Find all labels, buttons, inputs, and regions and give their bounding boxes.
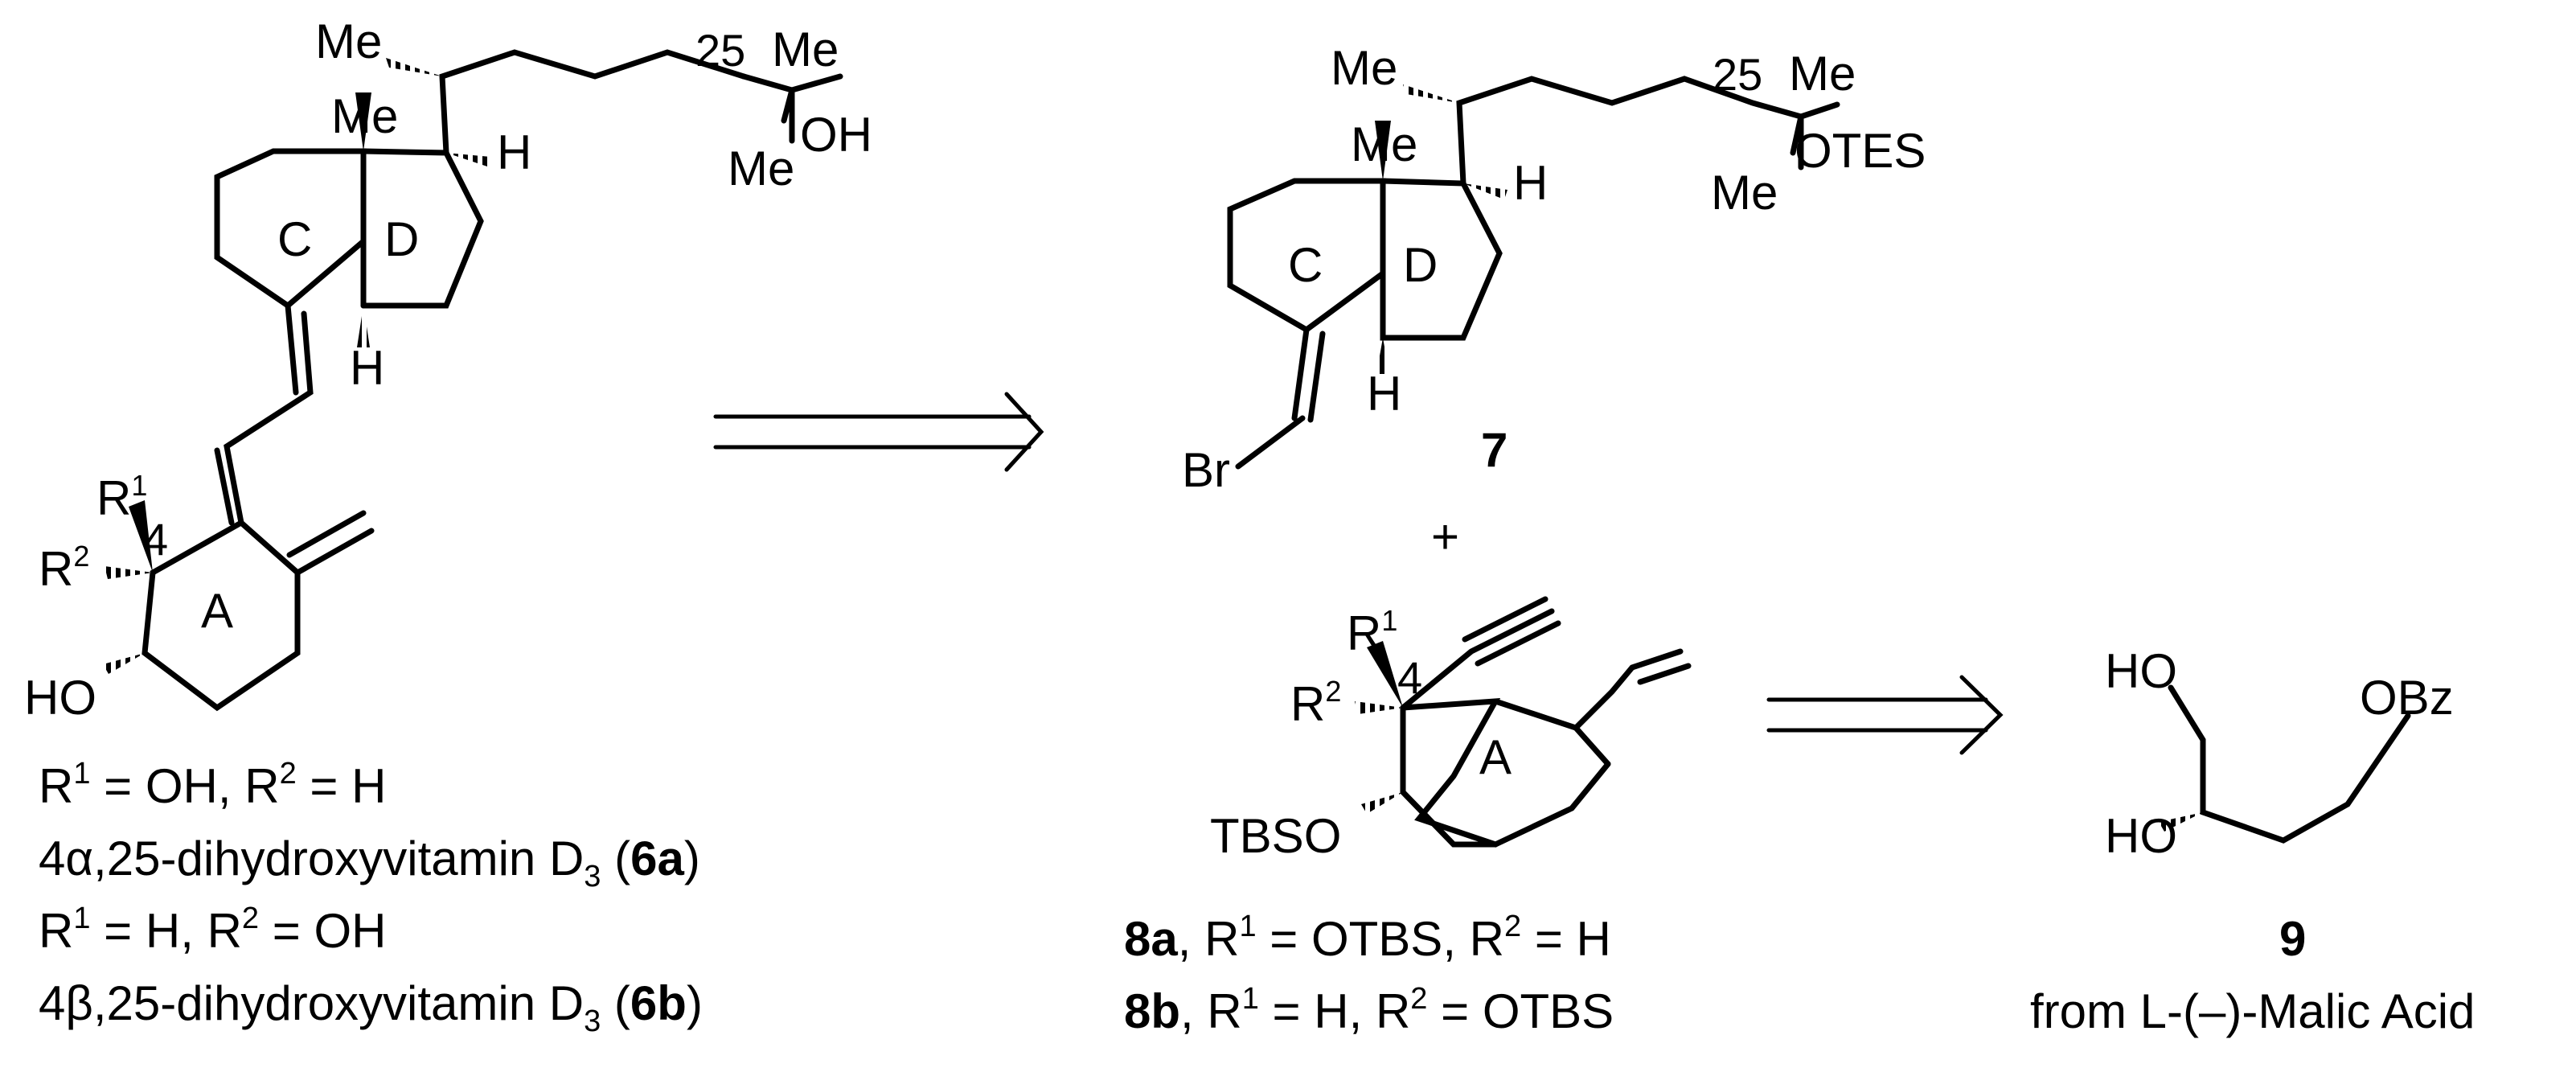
- hash-bond: [105, 566, 153, 579]
- atom-r1: R1: [1347, 604, 1397, 660]
- atom-ho: HO: [2105, 809, 2177, 863]
- ring-label-a: A: [201, 584, 233, 638]
- atom-me: Me: [1789, 47, 1856, 101]
- hash-bond: [357, 306, 370, 347]
- atom-r1: R1: [96, 469, 147, 525]
- compound-label-9: 9: [2279, 912, 2306, 966]
- wedge-bond: [129, 500, 153, 573]
- atom-me: Me: [772, 23, 839, 76]
- hash-bond: [446, 153, 490, 166]
- ring-d-bonds: [360, 148, 484, 309]
- atom-r2: R2: [1290, 675, 1341, 731]
- atom-h: H: [497, 125, 531, 179]
- hash-bond: [103, 653, 145, 674]
- source-caption: from L-(–)-Malic Acid: [2030, 984, 2475, 1038]
- molecule-7: Me Me H H 25 Me OTES Me C D Br 7: [1182, 41, 1926, 497]
- caption-8b: 8b, R1 = H, R2 = OTBS: [1124, 982, 1614, 1038]
- atom-me: Me: [1351, 117, 1417, 171]
- atom-h: H: [1513, 156, 1548, 210]
- caption-8a: 8a, R1 = OTBS, R2 = H: [1124, 910, 1611, 966]
- ring-label-a: A: [1479, 730, 1512, 784]
- hash-bond: [386, 58, 442, 76]
- caption-8: 8a, R1 = OTBS, R2 = H 8b, R1 = H, R2 = O…: [1124, 910, 1614, 1038]
- caption-6a-name: 4α,25-dihydroxyvitamin D3 (6a): [39, 832, 700, 893]
- atom-h: H: [1367, 367, 1401, 421]
- atom-ho: HO: [24, 671, 96, 725]
- atom-r2: R2: [39, 540, 89, 596]
- retro-arrow-1: [713, 392, 1044, 472]
- caption-6: R1 = OH, R2 = H 4α,25-dihydroxyvitamin D…: [39, 757, 703, 1038]
- caption-6b-name: 4β,25-dihydroxyvitamin D3 (6b): [39, 976, 703, 1038]
- ring-label-c: C: [277, 212, 312, 266]
- atom-br: Br: [1182, 443, 1230, 497]
- atom-me: Me: [315, 14, 382, 68]
- triene-bonds: [214, 302, 314, 526]
- ring-label-d: D: [1403, 238, 1438, 292]
- atom-oh: OH: [800, 108, 872, 162]
- atom-h: H: [350, 341, 384, 395]
- wedge-bond: [355, 92, 371, 151]
- molecule-9: HO HO OBz 9 from L-(–)-Malic Acid: [2030, 644, 2475, 1038]
- atom-tbso: TBSO: [1210, 809, 1341, 863]
- plus-sign: +: [1431, 510, 1459, 564]
- atom-otes: OTES: [1795, 124, 1926, 178]
- molecule-6: Me Me H H 25 Me OH Me C D A R1 4 R2 HO: [24, 14, 872, 725]
- atom-me: Me: [1331, 41, 1397, 95]
- retro-arrow-2: [1766, 675, 2004, 755]
- ring-label-c: C: [1288, 238, 1323, 292]
- compound-label-7: 7: [1481, 423, 1507, 477]
- carbon-number-25: 25: [1713, 49, 1762, 100]
- atom-me: Me: [1711, 166, 1778, 220]
- caption-6b-substituents: R1 = H, R2 = OH: [39, 902, 386, 958]
- caption-6a-substituents: R1 = OH, R2 = H: [39, 757, 386, 813]
- atom-me: Me: [331, 89, 398, 143]
- carbon-number-4: 4: [1397, 652, 1422, 703]
- atom-me: Me: [728, 142, 794, 195]
- molecule-8: R1 4 R2 A TBSO: [1210, 596, 1692, 863]
- atom-ho: HO: [2105, 644, 2177, 698]
- carbon-number-25: 25: [695, 25, 745, 76]
- carbon-number-4: 4: [143, 514, 168, 565]
- ring-label-d: D: [384, 212, 419, 266]
- side-chain: [439, 49, 747, 156]
- atom-obz: OBz: [2360, 671, 2454, 725]
